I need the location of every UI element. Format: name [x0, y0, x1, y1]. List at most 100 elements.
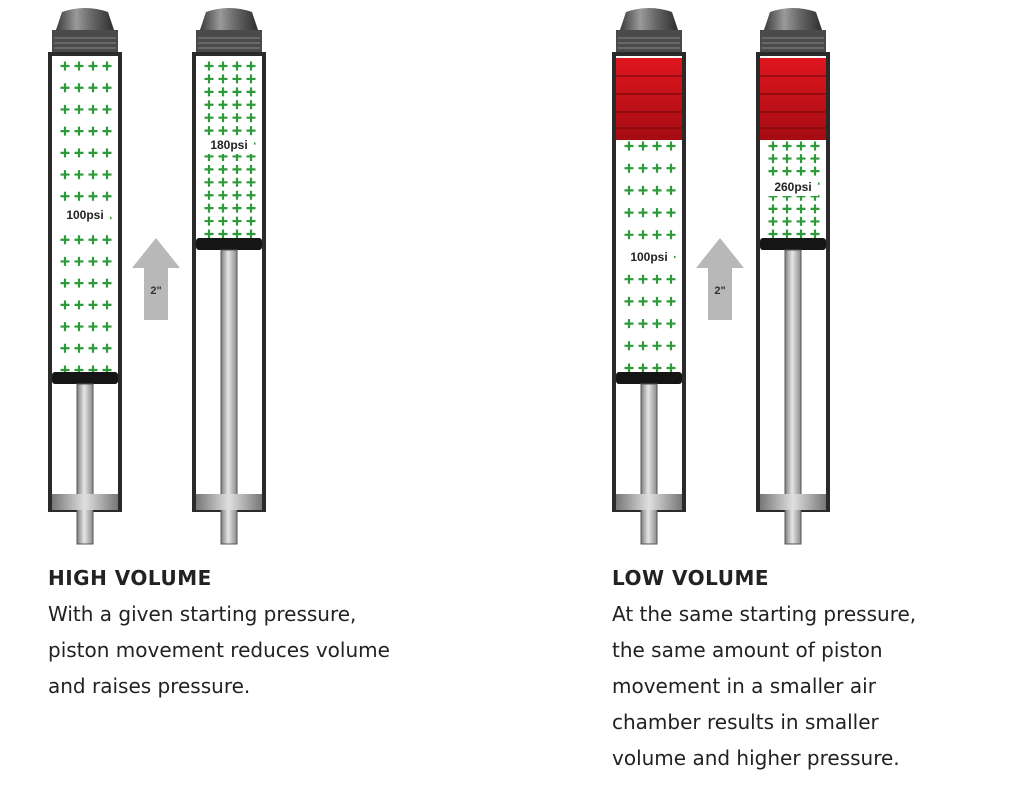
lower-seal-band	[52, 494, 118, 510]
air-plus-mark	[102, 235, 112, 245]
air-plus-mark	[102, 322, 112, 332]
shock-cap-ring	[196, 30, 262, 54]
air-plus-mark	[624, 319, 634, 329]
air-plus-mark	[204, 164, 214, 174]
air-plus-mark	[638, 230, 648, 240]
air-plus-mark	[638, 185, 648, 195]
air-plus-mark	[796, 154, 806, 164]
volume-spacer	[616, 58, 682, 140]
lower-seal-band	[616, 494, 682, 510]
air-plus-mark	[232, 74, 242, 84]
piston-shaft	[640, 383, 658, 545]
air-plus-mark	[796, 229, 806, 239]
air-plus-mark	[102, 126, 112, 136]
air-plus-mark	[232, 203, 242, 213]
air-plus-mark	[74, 126, 84, 136]
air-plus-mark	[666, 208, 676, 218]
air-plus-mark	[810, 229, 820, 239]
air-plus-mark	[624, 208, 634, 218]
air-plus-mark	[204, 216, 214, 226]
start-pressure-label: 100psi	[66, 208, 103, 222]
air-plus-mark	[652, 296, 662, 306]
air-plus-mark	[204, 229, 214, 239]
air-plus-mark	[232, 113, 242, 123]
air-plus-mark	[666, 163, 676, 173]
air-plus-mark	[74, 170, 84, 180]
air-plus-mark	[74, 300, 84, 310]
air-plus-mark	[652, 319, 662, 329]
air-plus-mark	[246, 190, 256, 200]
air-plus-mark	[60, 170, 70, 180]
air-plus-mark	[782, 204, 792, 214]
air-plus-mark	[768, 154, 778, 164]
air-plus-mark	[218, 216, 228, 226]
air-plus-mark	[232, 100, 242, 110]
air-plus-mark	[232, 61, 242, 71]
air-plus-mark	[768, 166, 778, 176]
air-plus-mark	[666, 319, 676, 329]
pressure-label-bg	[60, 206, 110, 224]
air-plus-mark	[60, 235, 70, 245]
high-volume-shock-compressed: 180psi	[192, 8, 266, 545]
air-plus-mark	[666, 141, 676, 151]
air-plus-mark	[624, 141, 634, 151]
lower-seal-band	[196, 494, 262, 510]
air-plus-mark	[782, 154, 792, 164]
air-plus-mark	[782, 216, 792, 226]
air-plus-mark	[102, 191, 112, 201]
low-volume-caption: LOW VOLUME At the same starting pressure…	[612, 566, 1012, 776]
air-plus-mark	[246, 126, 256, 136]
air-plus-mark	[88, 83, 98, 93]
air-plus-mark	[204, 190, 214, 200]
piston-band	[52, 372, 118, 384]
volume-spacer	[760, 58, 826, 140]
air-plus-mark	[60, 343, 70, 353]
air-plus-mark	[810, 216, 820, 226]
air-plus-mark	[88, 343, 98, 353]
travel-arrow-high: 2"	[132, 238, 180, 320]
air-plus-mark	[60, 191, 70, 201]
air-plus-mark	[204, 113, 214, 123]
air-plus-mark	[796, 141, 806, 151]
end-pressure-label: 180psi	[210, 138, 247, 152]
air-plus-mark	[88, 170, 98, 180]
air-plus-mark	[88, 104, 98, 114]
air-plus-mark	[218, 61, 228, 71]
low-volume-shock-compressed: 260psi	[756, 8, 830, 545]
air-plus-mark	[624, 341, 634, 351]
air-plus-mark	[232, 190, 242, 200]
air-plus-mark	[638, 208, 648, 218]
end-pressure-label: 260psi	[774, 180, 811, 194]
pressure-label-bg	[204, 136, 254, 154]
air-plus-mark	[218, 87, 228, 97]
air-plus-mark	[652, 163, 662, 173]
up-arrow	[696, 238, 744, 320]
air-plus-mark	[60, 61, 70, 71]
air-plus-mark	[246, 229, 256, 239]
air-plus-mark	[246, 216, 256, 226]
air-plus-mark	[768, 229, 778, 239]
shock-cap-ring	[760, 30, 826, 54]
air-plus-mark	[624, 230, 634, 240]
air-plus-mark	[88, 235, 98, 245]
air-plus-mark	[246, 100, 256, 110]
air-plus-mark	[666, 185, 676, 195]
air-plus-mark	[246, 203, 256, 213]
air-plus-mark	[768, 216, 778, 226]
air-plus-mark	[218, 164, 228, 174]
air-plus-mark	[60, 104, 70, 114]
start-pressure-label: 100psi	[630, 250, 667, 264]
air-plus-mark	[60, 256, 70, 266]
air-plus-mark	[638, 274, 648, 284]
air-plus-mark	[60, 126, 70, 136]
air-plus-mark	[102, 148, 112, 158]
piston-shaft	[76, 383, 94, 545]
air-plus-mark	[652, 274, 662, 284]
air-plus-mark	[638, 319, 648, 329]
air-plus-mark	[638, 363, 648, 373]
piston-band	[760, 238, 826, 250]
shock-top-cap	[620, 8, 678, 30]
travel-arrow-low: 2"	[696, 238, 744, 320]
shock-cap-ring	[52, 30, 118, 54]
air-plus-mark	[218, 126, 228, 136]
